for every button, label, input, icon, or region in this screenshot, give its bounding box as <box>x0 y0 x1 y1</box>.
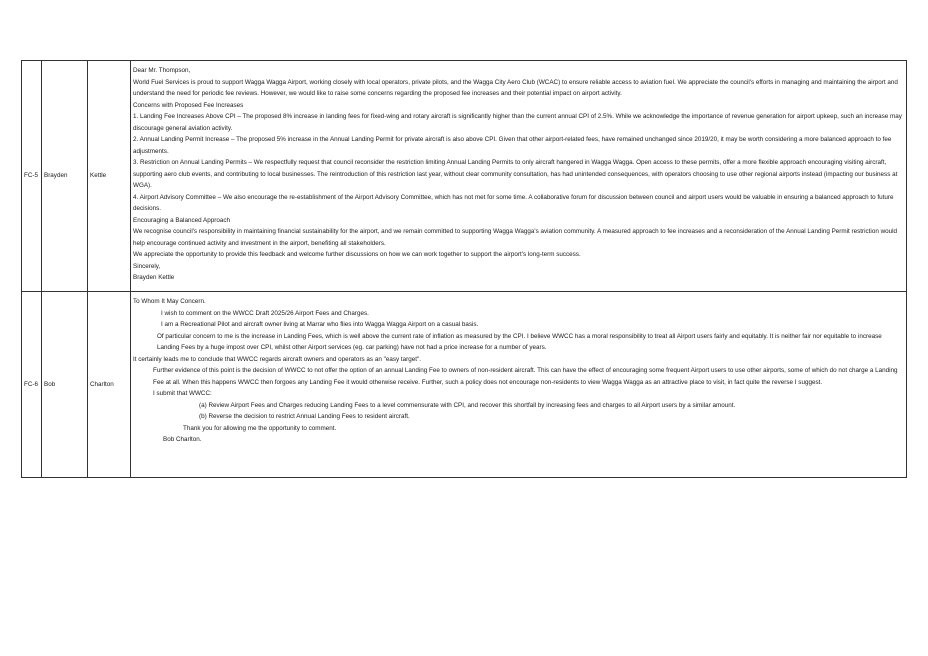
paragraph: World Fuel Services is proud to support … <box>133 78 898 98</box>
submission-id: FC-6 <box>21 291 42 478</box>
paragraph: I submit that WWCC: <box>153 390 212 397</box>
paragraph: 4. Airport Advisory Committee – We also … <box>133 193 894 213</box>
sign-off: Sincerely, <box>133 262 161 270</box>
submission-text: To Whom It May Concern. I wish to commen… <box>130 291 907 478</box>
submission-text: Dear Mr. Thompson, World Fuel Services i… <box>130 60 907 292</box>
submission-id: FC-5 <box>21 60 42 292</box>
signature-name: Bob Charlton. <box>163 436 202 443</box>
table-row: FC-6 Bob Charlton To Whom It May Concern… <box>21 291 907 478</box>
last-name: Charlton <box>87 291 131 478</box>
paragraph: I wish to comment on the WWCC Draft 2025… <box>161 309 369 317</box>
first-name: Bob <box>41 291 88 478</box>
paragraph: Further evidence of this point is the de… <box>153 367 898 386</box>
last-name: Kettle <box>87 60 131 292</box>
list-item: (a) Review Airport Fees and Charges redu… <box>199 401 736 409</box>
table-row: FC-5 Brayden Kettle Dear Mr. Thompson, W… <box>21 60 907 292</box>
list-item: (b) Reverse the decision to restrict Ann… <box>199 413 410 420</box>
signature-name: Brayden Kettle <box>133 274 175 281</box>
heading: Encouraging a Balanced Approach <box>133 216 230 224</box>
paragraph: 2. Annual Landing Permit Increase – The … <box>133 136 892 155</box>
first-name: Brayden <box>41 60 88 292</box>
paragraph: It certainly leads me to conclude that W… <box>133 355 421 363</box>
paragraph: We appreciate the opportunity to provide… <box>133 251 581 258</box>
paragraph: 3. Restriction on Annual Landing Permits… <box>133 159 898 189</box>
submissions-table: FC-5 Brayden Kettle Dear Mr. Thompson, W… <box>21 60 907 478</box>
paragraph: Thank you for allowing me the opportunit… <box>183 424 337 432</box>
salutation: To Whom It May Concern. <box>133 298 206 305</box>
paragraph: We recognise council's responsibility in… <box>133 228 898 247</box>
paragraph: Of particular concern to me is the incre… <box>157 332 882 352</box>
heading: Concerns with Proposed Fee Increases <box>133 101 244 109</box>
paragraph: I am a Recreational Pilot and aircraft o… <box>161 321 479 328</box>
salutation: Dear Mr. Thompson, <box>133 67 191 74</box>
paragraph: 1. Landing Fee Increases Above CPI – The… <box>133 113 902 132</box>
